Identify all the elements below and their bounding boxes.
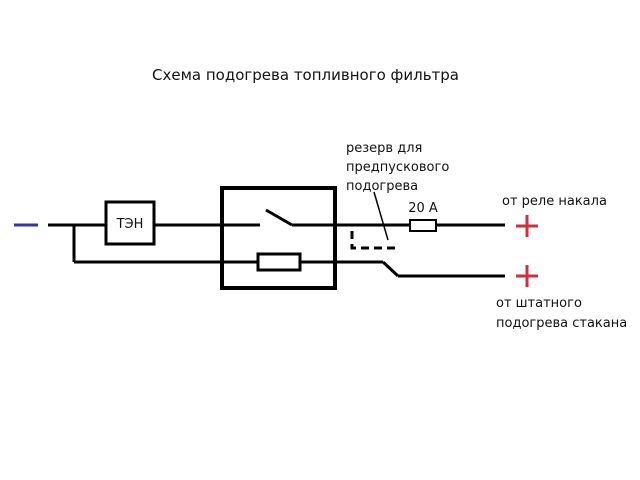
- stock-heater-label-line-2: подогрева стакана: [496, 316, 627, 331]
- fuse-label: 20 А: [408, 201, 438, 216]
- reserve-note-line-1: резерв для: [346, 141, 422, 156]
- reserve-switch-blade: [381, 260, 400, 278]
- reserve-note-line-3: подогрева: [346, 179, 418, 194]
- reserve-dashed-link: [350, 231, 396, 250]
- heater-label: ТЭН: [116, 217, 144, 232]
- relay-switch-blade: [265, 208, 293, 227]
- fuse-icon: [409, 219, 437, 232]
- reserve-note-line-2: предпускового: [346, 160, 449, 175]
- heater-element-box: [104, 200, 156, 246]
- reserve-note-pointer: [373, 191, 389, 241]
- diagram-title: Схема подогрева топливного фильтра: [152, 66, 459, 84]
- stock-heater-label-line-1: от штатного: [496, 296, 582, 311]
- relay-coil: [256, 252, 302, 272]
- relay-box: [220, 186, 337, 290]
- relay-source-label: от реле накала: [502, 194, 607, 209]
